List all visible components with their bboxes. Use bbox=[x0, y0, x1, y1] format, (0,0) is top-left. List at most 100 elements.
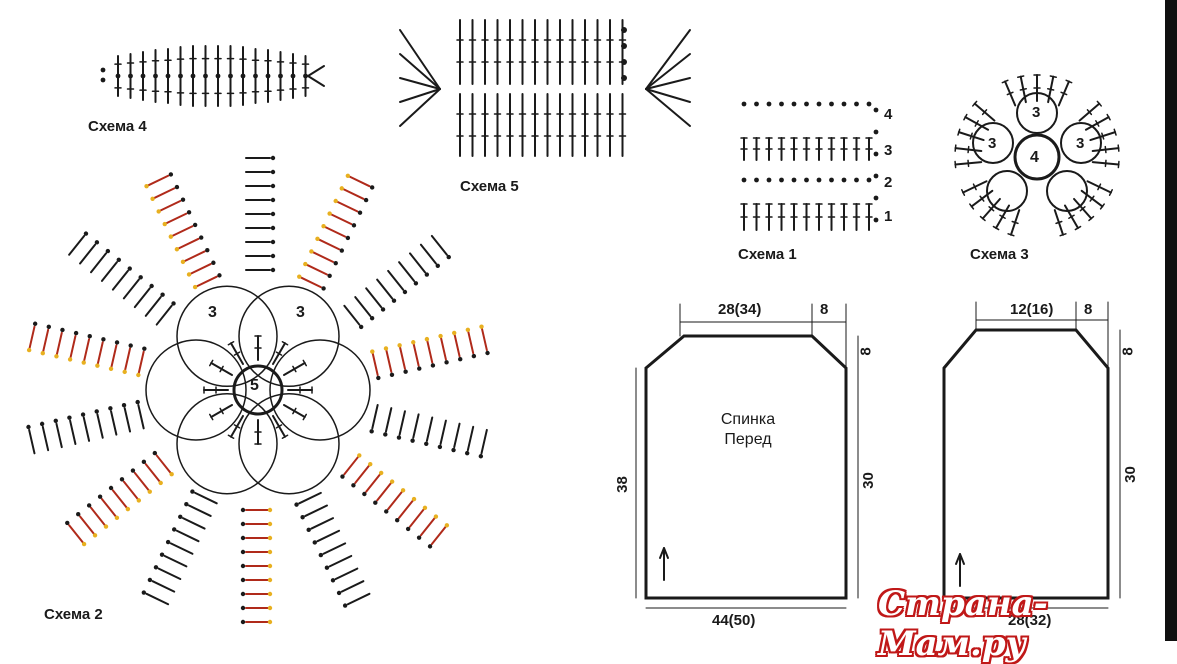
scheme3-outer-stitch-bar bbox=[1104, 145, 1107, 154]
scheme2-ray-stitch bbox=[425, 416, 434, 442]
scheme3-outer-stitch-bar bbox=[1060, 91, 1068, 96]
scheme2-ray-stitch bbox=[68, 524, 86, 546]
scheme2-ray-chain bbox=[192, 222, 198, 228]
scheme3-outer-stitch-top bbox=[954, 144, 957, 152]
scheme2-ray-chain bbox=[240, 619, 246, 625]
scheme2-ray-chain bbox=[339, 248, 345, 253]
scheme2-ray-stitch bbox=[430, 524, 448, 546]
scheme3-petal-right-number: 3 bbox=[1076, 135, 1085, 152]
scheme3-outer-stitch-top bbox=[963, 113, 968, 121]
scheme2-ray-chain bbox=[240, 507, 246, 513]
scheme1-side-chain bbox=[873, 129, 879, 135]
scheme1-chain-row2 bbox=[804, 177, 809, 183]
scheme2-ray-accent bbox=[267, 591, 273, 597]
scheme2-ray-accent bbox=[156, 209, 161, 214]
scheme2-ray-accent bbox=[465, 327, 471, 332]
scheme2-ray-accent bbox=[389, 479, 395, 484]
scheme2-ray-accent bbox=[125, 506, 131, 512]
scheme2-ray-chain bbox=[186, 210, 192, 215]
scheme3-outer-stitch-top bbox=[1096, 100, 1102, 107]
scheme2-ray-chain bbox=[435, 263, 440, 269]
scheme2-ray-accent bbox=[297, 274, 302, 279]
scheme2-ray-chain bbox=[373, 500, 378, 505]
scheme2-inner-stitch-bar bbox=[292, 365, 297, 373]
scheme2-ray-chain bbox=[114, 340, 120, 345]
scheme2-ray-chain bbox=[46, 324, 52, 330]
scheme3-chart bbox=[954, 74, 1120, 237]
scheme2-ray-stitch bbox=[398, 498, 416, 519]
scheme3-outer-stitch-bar bbox=[967, 159, 970, 168]
scheme2-ray-chain bbox=[471, 353, 477, 359]
scheme2-ray-accent bbox=[150, 196, 155, 201]
scheme2-ray-stitch bbox=[376, 480, 394, 502]
scheme2-ray-chain bbox=[437, 444, 443, 450]
scheme2-ray-chain bbox=[105, 248, 111, 254]
scheme2-ray-chain bbox=[128, 343, 133, 348]
scheme3-outer-stitch-bar bbox=[1104, 159, 1107, 168]
scheme1-chain-row4 bbox=[779, 101, 784, 107]
scheme2-ray-stitch bbox=[398, 344, 406, 370]
scheme2-ray-chain bbox=[424, 272, 430, 277]
scheme5-right-fan bbox=[645, 53, 691, 90]
scheme2-inner-stitch-bar bbox=[233, 351, 241, 356]
scheme2-ray-stitch bbox=[298, 275, 322, 289]
scheme2-ray-stitch bbox=[439, 335, 447, 361]
scheme2-ray-chain bbox=[240, 563, 246, 569]
scheme3-outer-stitch-bar bbox=[1011, 220, 1019, 225]
scheme2-ray-stitch bbox=[28, 428, 36, 455]
sleeve-grain-arrow-head bbox=[955, 553, 961, 565]
scheme2-label: Схема 2 bbox=[44, 606, 103, 623]
scheme3-label: Схема 3 bbox=[970, 246, 1029, 263]
scheme2-ray-stitch bbox=[122, 480, 140, 502]
scheme3-outer-stitch-top bbox=[1065, 79, 1073, 84]
scheme2-ray-accent bbox=[397, 343, 402, 348]
scheme2-ray-stitch bbox=[157, 567, 182, 581]
scheme1-side-chain bbox=[873, 173, 879, 179]
scheme2-ray-stitch bbox=[387, 269, 405, 291]
scheme2-ray-stitch bbox=[466, 425, 475, 452]
scheme2-ray-stitch bbox=[328, 554, 353, 568]
scheme2-ray-accent bbox=[95, 363, 100, 368]
scheme2-ray-chain bbox=[417, 366, 422, 371]
scheme2-ray-chain bbox=[369, 429, 374, 434]
scheme2-ray-chain bbox=[73, 330, 79, 336]
scheme4-chain bbox=[165, 73, 171, 79]
scheme3-outer-stitch-bar bbox=[1047, 88, 1055, 91]
scheme2-ray-chain bbox=[363, 197, 369, 203]
scheme2-ray-chain bbox=[141, 590, 147, 595]
scheme2-ray-chain bbox=[108, 406, 113, 411]
scheme2-inner-stitch-bar bbox=[275, 351, 283, 356]
scheme5-chart bbox=[399, 19, 691, 157]
scheme1-chain-row2 bbox=[854, 177, 859, 183]
scheme2-ray-accent bbox=[339, 186, 344, 191]
scheme3-outer-stitch-bar bbox=[1097, 183, 1102, 191]
scheme5-left-fan bbox=[399, 29, 441, 90]
scheme2-ray-chain bbox=[270, 239, 276, 245]
scheme3-outer-stitch-bar bbox=[1019, 88, 1027, 91]
scheme2-ray-chain bbox=[199, 235, 204, 240]
scheme2-ray-stitch bbox=[122, 278, 140, 300]
scheme4-chain bbox=[290, 73, 296, 79]
scheme1-side-chain bbox=[873, 151, 879, 157]
scheme2-ray-stitch bbox=[480, 325, 488, 352]
scheme2-ray-stitch bbox=[111, 489, 129, 511]
scheme2-inner-stitch-top bbox=[227, 434, 235, 440]
scheme2-ray-chain bbox=[358, 324, 364, 330]
scheme2-ray-stitch bbox=[298, 491, 322, 505]
sleeve-right-height: 30 bbox=[1121, 466, 1139, 483]
scheme2-ray-stitch bbox=[480, 428, 488, 455]
scheme4-chain bbox=[178, 73, 183, 79]
scheme2-ray-chain bbox=[142, 346, 147, 351]
scheme2-ray-stitch bbox=[151, 580, 176, 593]
back-shoulder-width: 8 bbox=[820, 301, 829, 318]
scheme2-ray-stitch bbox=[133, 471, 151, 493]
scheme2-ray-chain bbox=[327, 273, 332, 278]
scheme2-ray-accent bbox=[303, 261, 308, 267]
scheme2-ray-accent bbox=[321, 224, 326, 229]
scheme2-ray-stitch bbox=[68, 234, 86, 256]
scheme3-outer-stitch-bar bbox=[999, 214, 1006, 220]
scheme2-ray-chain bbox=[141, 459, 147, 465]
sleeve-pattern bbox=[942, 301, 1121, 609]
scheme2-ray-chain bbox=[178, 514, 183, 520]
scheme2-ray-stitch bbox=[412, 341, 420, 367]
